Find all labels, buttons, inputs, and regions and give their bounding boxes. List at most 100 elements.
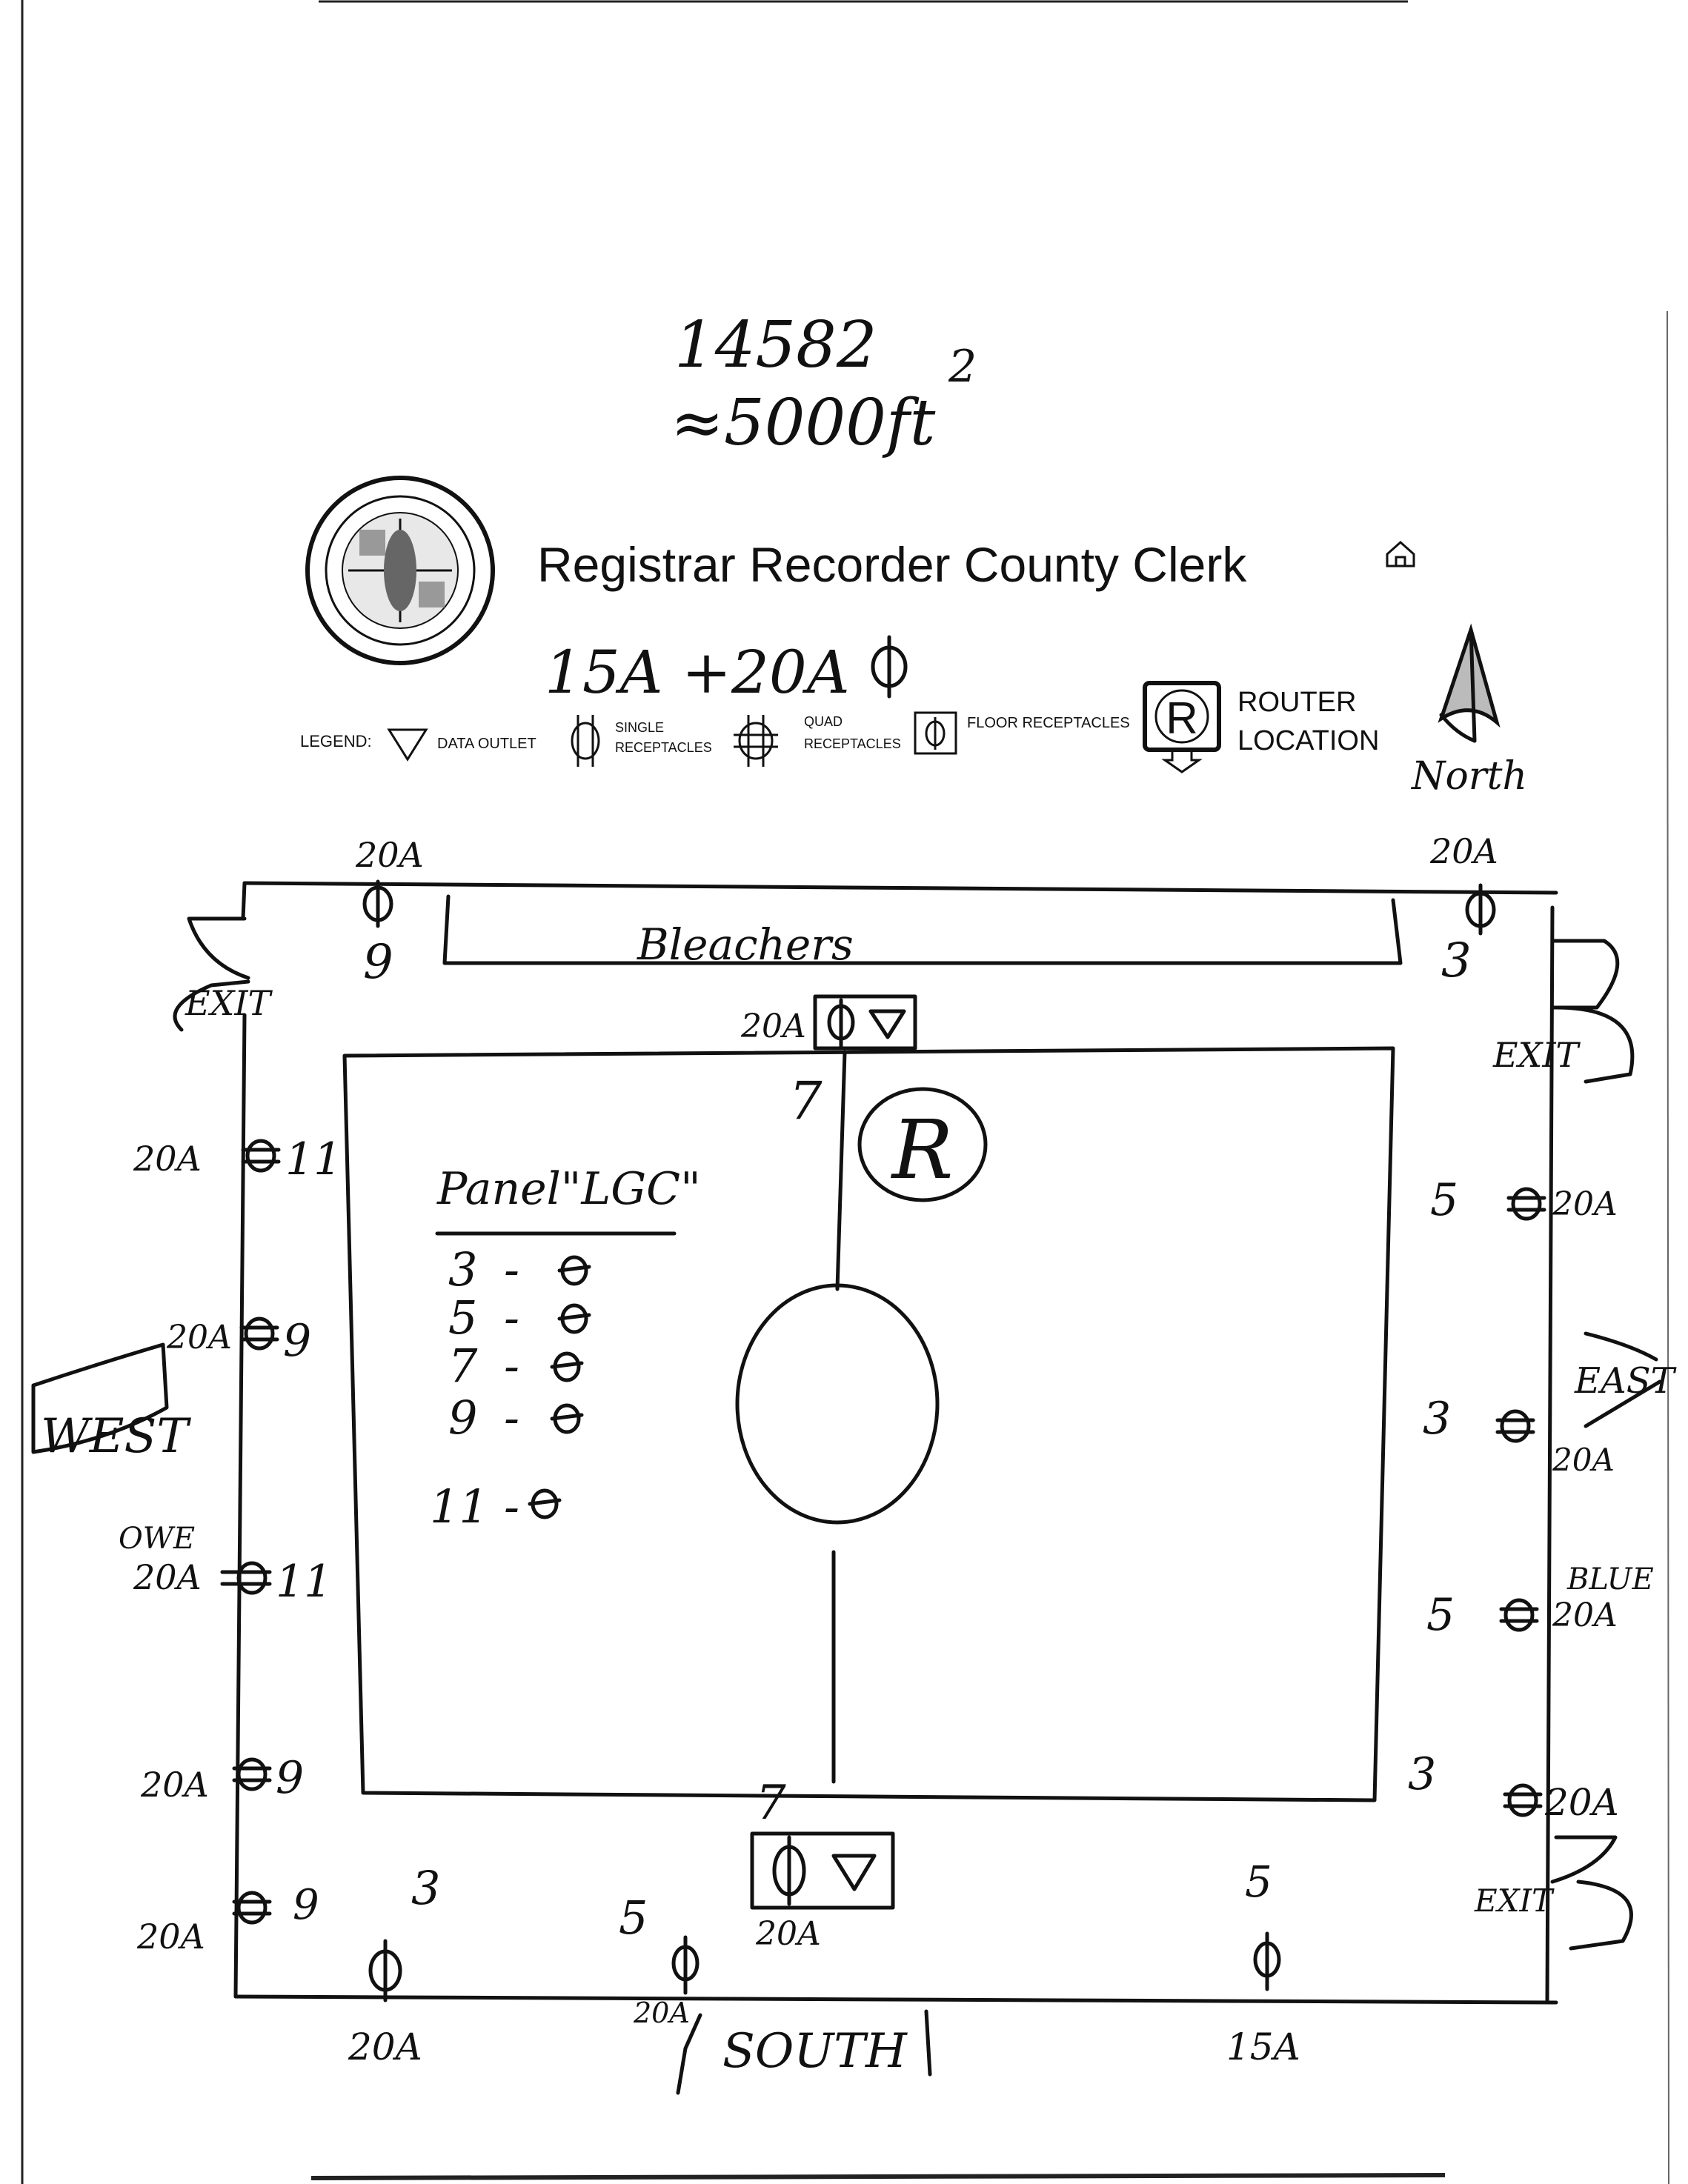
west-1-circuit: 11: [285, 1133, 342, 1185]
west-3-note: OWE: [119, 1522, 195, 1556]
center-line: [735, 1050, 940, 1784]
svg-text:R: R: [891, 1102, 954, 1197]
panel-row-sep: -: [504, 1339, 519, 1393]
panel-rows: 3 - 5 - 7 - 9 - 11 -: [430, 1242, 519, 1534]
west-label-box: [31, 1342, 169, 1454]
south-label-box: [676, 2009, 932, 2095]
panel-row-sep: -: [504, 1391, 519, 1445]
west-1-amp: 20A: [133, 1139, 202, 1179]
exit-label-se: EXIT: [1474, 1882, 1555, 1919]
bleachers-label: Bleachers: [637, 919, 854, 970]
panel-receptacle-icons: [528, 1255, 591, 1519]
east-4-circuit: 3: [1408, 1748, 1436, 1800]
legend-single-2: RECEPTACLES: [615, 740, 712, 755]
north-arrow-icon: [1438, 623, 1501, 743]
floor-bottom-circuit: 7: [756, 1776, 786, 1831]
east-label: EAST: [1574, 1360, 1677, 1402]
single-receptacle-icon: [368, 1939, 402, 2002]
south-label: SOUTH: [722, 2024, 908, 2079]
panel-row-circuit: 9: [448, 1391, 477, 1445]
floor-receptacle-icon: [914, 711, 957, 755]
east-2-circuit: 3: [1423, 1393, 1451, 1445]
page-title: Registrar Recorder County Clerk: [537, 537, 1247, 592]
north-left-circuit: 9: [363, 935, 393, 990]
scan-edge-bottom: [310, 2173, 1446, 2180]
north-right-amp: 20A: [1429, 831, 1498, 871]
floor-bottom-amp: 20A: [755, 1915, 821, 1953]
panel-row-sep: -: [504, 1291, 519, 1345]
router-location-icon: R: [857, 1087, 988, 1202]
east-1-circuit: 5: [1430, 1174, 1458, 1226]
panel-row-circuit: 7: [448, 1339, 478, 1393]
area-note: ≈5000ft: [671, 386, 936, 460]
county-seal: [305, 476, 495, 665]
quad-receptacle-icon: [1499, 1598, 1539, 1632]
panel-row-circuit: 3: [448, 1242, 477, 1296]
north-label: North: [1410, 754, 1527, 799]
triangle-icon: [387, 728, 428, 762]
west-5-amp: 20A: [136, 1917, 205, 1957]
south-3-circuit: 5: [1245, 1857, 1272, 1907]
west-5-circuit: 9: [293, 1881, 319, 1929]
quad-receptacle-icon: [239, 1316, 279, 1351]
east-4-amp: 20A: [1544, 1781, 1619, 1824]
legend-single-1: SINGLE: [615, 720, 664, 735]
legend-floor: FLOOR RECEPTACLES: [967, 715, 1130, 731]
south-2-amp: 20A: [633, 1997, 690, 2029]
exit-outline-nw: [173, 979, 250, 1032]
id-number: 14582: [674, 308, 877, 382]
south-3-amp: 15A: [1226, 2025, 1300, 2068]
circuit-note: 15A +20A: [545, 638, 850, 707]
panel-row-sep: -: [504, 1242, 519, 1296]
quad-receptacle-icon: [1503, 1783, 1543, 1817]
single-receptacle-note-icon: [871, 635, 908, 699]
east-3-amp: 20A: [1552, 1597, 1618, 1634]
bleachers: [442, 894, 1403, 965]
west-4-circuit: 9: [276, 1752, 304, 1804]
single-receptacle-icon: [362, 879, 393, 928]
panel-row-circuit: 11: [430, 1479, 488, 1534]
area-exponent: 2: [948, 341, 977, 393]
exit-door-se: [1550, 1835, 1633, 1951]
floor-top-circuit: 7: [789, 1071, 823, 1131]
south-1-amp: 20A: [348, 2025, 422, 2068]
east-3-circuit: 5: [1426, 1589, 1455, 1641]
exit-door-nw: [187, 916, 250, 980]
quad-receptacle-icon: [232, 1891, 272, 1925]
west-2-amp: 20A: [166, 1319, 232, 1356]
scan-edge-right: [1667, 310, 1669, 2184]
exit-label-nw: EXIT: [185, 983, 273, 1023]
floor-box-bottom: [750, 1831, 895, 1910]
south-1-circuit: 3: [411, 1861, 440, 1915]
quad-receptacle-icon: [734, 715, 778, 767]
legend-router-1: ROUTER: [1237, 687, 1356, 718]
floor-top-amp: 20A: [740, 1008, 806, 1045]
exit-door-ne: [1550, 939, 1635, 1084]
exit-label-ne: EXIT: [1492, 1035, 1581, 1075]
quad-receptacle-icon: [232, 1757, 272, 1791]
single-receptacle-icon: [1253, 1931, 1281, 1991]
west-3-circuit: 11: [276, 1556, 332, 1608]
panel-title: Panel"LGC": [436, 1163, 701, 1215]
home-icon: [1386, 540, 1415, 567]
quad-receptacle-icon: [1506, 1187, 1546, 1221]
east-3-note: BLUE: [1566, 1562, 1654, 1597]
west-2-circuit: 9: [283, 1315, 311, 1367]
legend-quad-2: RECEPTACLES: [804, 736, 901, 751]
west-4-amp: 20A: [140, 1765, 209, 1805]
east-1-amp: 20A: [1552, 1185, 1618, 1223]
single-receptacle-icon: [1465, 883, 1496, 936]
single-receptacle-icon: [571, 715, 600, 767]
quad-receptacle-icon: [241, 1139, 281, 1173]
quad-receptacle-icon: [220, 1561, 272, 1595]
room-outline: [233, 881, 1558, 2005]
single-receptacle-icon: [671, 1935, 700, 1995]
svg-text:R: R: [1166, 693, 1197, 743]
west-3-amp: 20A: [133, 1557, 202, 1597]
east-2-amp: 20A: [1552, 1442, 1615, 1478]
quad-receptacle-icon: [1495, 1409, 1535, 1443]
west-label: WEST: [41, 1409, 191, 1464]
north-right-circuit: 3: [1441, 933, 1472, 988]
legend-router-2: LOCATION: [1237, 725, 1379, 756]
